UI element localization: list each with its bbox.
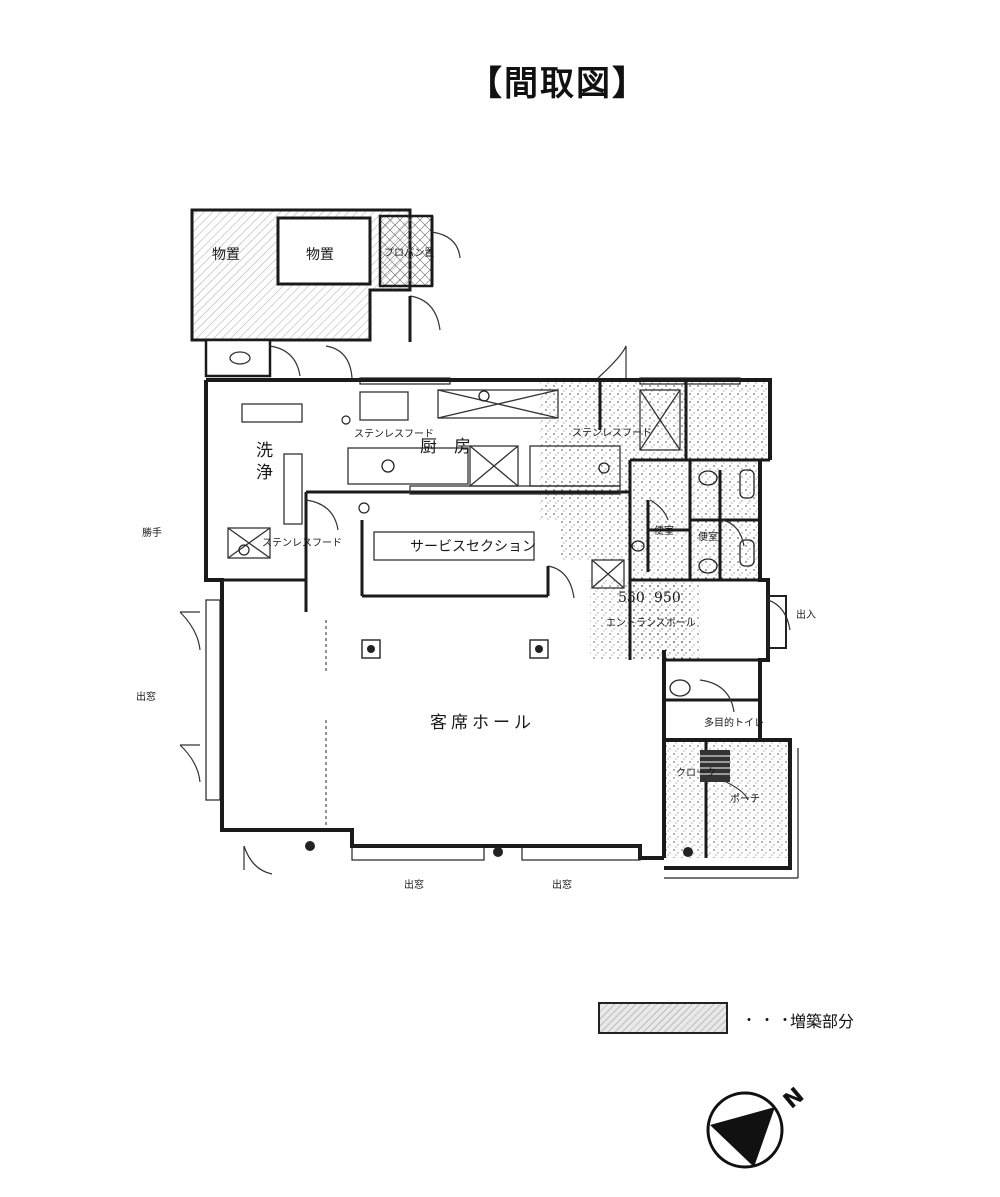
north-label: N	[779, 1085, 809, 1114]
label-porch: ポーチ	[730, 794, 760, 805]
legend-label: 増築部分	[790, 1012, 855, 1031]
legend-swatch	[598, 1002, 728, 1034]
label-entrance-hall: エントランスホール	[606, 618, 696, 629]
label-window-bottom-2: 出窓	[552, 880, 572, 891]
legend-dots: ・・・	[742, 1013, 796, 1029]
label-restroom-1: 便室	[654, 526, 674, 537]
label-propane: プロパン置	[384, 248, 435, 259]
dimension-550: 550	[618, 590, 645, 606]
label-exit-right: 出入	[796, 610, 816, 621]
label-hood-2: ステンレスフード	[262, 538, 342, 549]
stippled-zone	[540, 380, 790, 858]
door-swings	[179, 345, 791, 875]
label-hood-3: ステンレスフード	[572, 428, 652, 439]
page-title: 【間取図】	[468, 64, 648, 104]
label-multipurpose: 多目的トイレ	[704, 718, 764, 729]
dimension-950: 950	[654, 590, 681, 606]
label-storage-1: 物置	[212, 247, 240, 263]
label-washing: 洗 浄	[256, 441, 273, 483]
storage-room-2	[276, 216, 372, 286]
stairs	[700, 750, 730, 782]
columns	[305, 639, 693, 857]
label-hall: 客席ホール	[430, 713, 535, 733]
label-gas-left: 勝手	[142, 528, 162, 539]
label-restroom-2: 便室	[698, 532, 718, 543]
label-service-section: サービスセクション	[410, 539, 536, 555]
toilet-fixtures	[631, 469, 755, 697]
kitchen-fixtures	[227, 389, 681, 589]
label-window-left: 出窓	[136, 692, 156, 703]
label-window-bottom-1: 出窓	[404, 880, 424, 891]
label-storage-2: 物置	[306, 247, 334, 263]
interior-walls	[222, 380, 770, 858]
north-arrow-icon: N	[706, 1085, 809, 1169]
label-hood-1: ステンレスフード	[354, 429, 434, 440]
small-wc	[204, 338, 272, 378]
windows	[205, 377, 741, 861]
label-kitchen: 厨 房	[420, 437, 471, 457]
label-cloak: クローク	[676, 768, 716, 779]
